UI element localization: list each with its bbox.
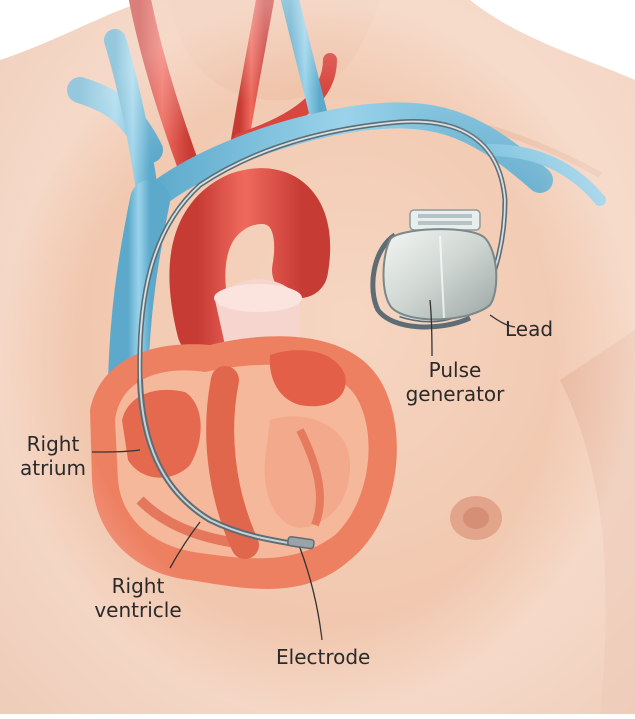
- label-pulse-line-2: generator: [400, 382, 510, 406]
- label-lead: Lead: [505, 317, 553, 341]
- label-ventricle-line-2: ventricle: [88, 598, 188, 622]
- label-atrium-line-1: Right: [12, 432, 94, 456]
- label-electrode: Electrode: [276, 645, 370, 669]
- label-lead-text: Lead: [505, 317, 553, 341]
- label-right-ventricle: Right ventricle: [88, 574, 188, 622]
- label-pulse-generator: Pulse generator: [400, 358, 510, 406]
- label-right-atrium: Right atrium: [12, 432, 94, 480]
- label-atrium-line-2: atrium: [12, 456, 94, 480]
- label-ventricle-line-1: Right: [88, 574, 188, 598]
- label-electrode-text: Electrode: [276, 645, 370, 669]
- label-pulse-line-1: Pulse: [400, 358, 510, 382]
